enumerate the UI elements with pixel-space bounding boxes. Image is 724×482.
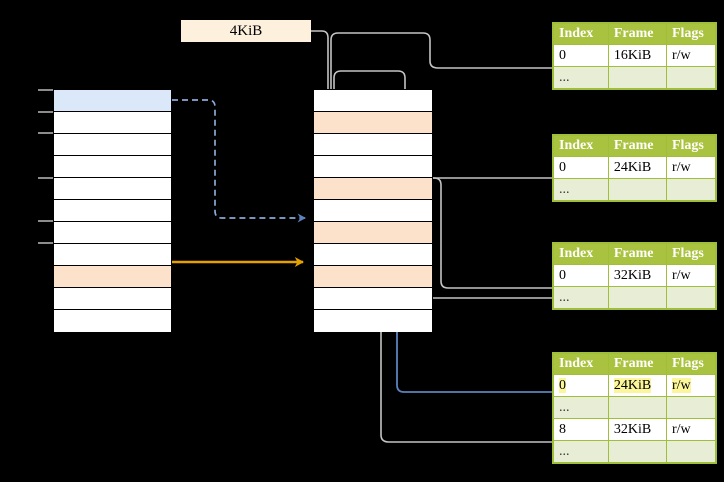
cell-frame: 24KiB [607,156,667,179]
cell-frame: 24KiB [607,374,667,397]
virtual-address-column [53,89,172,332]
wire-blue-dashed-left-to-mid [172,99,307,223]
virtual-address-cell-row-2 [54,134,171,156]
cell-index: 0 [553,374,609,397]
cell-flags: r/w [665,374,717,397]
column-header-flags: Flags [665,353,717,375]
column-header-frame: Frame [607,243,667,265]
virtual-address-cell-row-7 [54,244,171,266]
page-table-cell-row-7 [314,244,432,266]
column-header-index: Index [553,23,609,45]
column-header-frame: Frame [607,23,667,45]
page-table-cell-row-4 [314,178,432,200]
virtual-address-cell-row-3 [54,156,171,178]
cell-flags [665,66,717,89]
virtual-address-cell-row-8 [54,266,171,288]
cell-flags: r/w [665,44,717,67]
left-edge-ticks [38,89,53,244]
page-size-label: 4KiB [181,20,311,42]
cell-flags: r/w [665,156,717,179]
cell-index: ... [553,66,609,89]
page-table-cell-row-9 [314,288,432,310]
column-header-index: Index [553,135,609,157]
virtual-address-cell-row-9 [54,288,171,310]
column-header-index: Index [553,243,609,265]
cell-index: 0 [553,264,609,287]
page-table-cell-row-1 [314,112,432,134]
page-table-cell-row-2 [314,134,432,156]
page-table-cell-row-8 [314,266,432,288]
cell-frame [607,396,667,419]
page-table-cell-row-3 [314,156,432,178]
page-table-cell-row-5 [314,200,432,222]
table-row-ellipsis: ... [553,440,717,463]
cell-frame [607,286,667,309]
cell-index: ... [553,286,609,309]
cell-frame: 32KiB [607,264,667,287]
cell-flags: r/w [665,418,717,441]
cell-index: ... [553,396,609,419]
table-row-ellipsis: ... [553,66,717,89]
wire-table3-to-mid-row7 [417,177,552,289]
page-table-column [313,89,433,332]
column-header-index: Index [553,353,609,375]
column-header-flags: Flags [665,23,717,45]
cell-flags [665,440,717,463]
cell-flags [665,286,717,309]
cell-index: 0 [553,156,609,179]
table-row-ellipsis: ... [553,396,717,419]
table-row-ellipsis: ... [553,286,717,309]
cell-index: 0 [553,44,609,67]
cell-flags [665,178,717,201]
cell-flags [665,396,717,419]
cell-flags: r/w [665,264,717,287]
cell-frame [607,178,667,201]
cell-frame [607,66,667,89]
cell-index: 8 [553,418,609,441]
virtual-address-cell-row-4 [54,178,171,200]
page-table-cell-row-0 [314,90,432,112]
table-row-ellipsis: ... [553,178,717,201]
page-table-cell-row-6 [314,222,432,244]
column-header-flags: Flags [665,243,717,265]
virtual-address-cell-row-10 [54,310,171,332]
cell-frame: 16KiB [607,44,667,67]
virtual-address-cell-row-1 [54,112,171,134]
virtual-address-cell-row-6 [54,222,171,244]
column-header-frame: Frame [607,353,667,375]
page-table-cell-row-10 [314,310,432,332]
virtual-address-cell-row-0 [54,90,171,112]
column-header-flags: Flags [665,135,717,157]
cell-index: ... [553,440,609,463]
cell-index: ... [553,178,609,201]
cell-frame [607,440,667,463]
cell-frame: 32KiB [607,418,667,441]
column-header-frame: Frame [607,135,667,157]
virtual-address-cell-row-5 [54,200,171,222]
wire-lower-branch-to-mid-row9 [419,264,552,306]
